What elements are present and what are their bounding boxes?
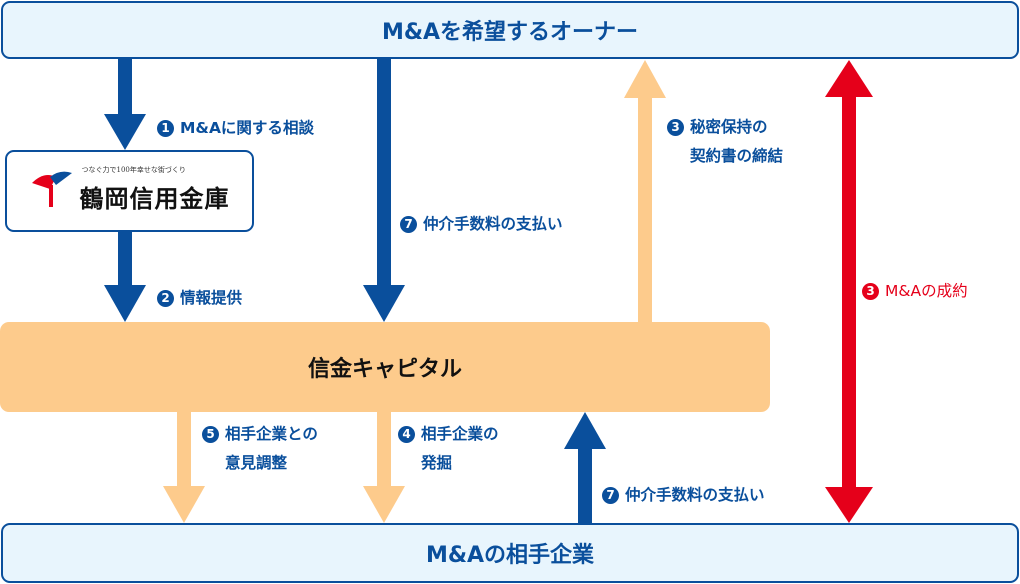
capital-title: 信金キャピタル [307, 357, 462, 382]
label-step5: 5 相手企業との 意見調整 [202, 420, 318, 478]
bank-tagline: つなぐ力で100年幸せな街づくり [81, 166, 186, 174]
step-number-badge: 3 [862, 283, 879, 300]
step-number-badge: 3 [667, 119, 684, 136]
step-number-badge: 1 [157, 120, 174, 137]
capital-node: 信金キャピタル [0, 322, 770, 412]
step2-text: 情報提供 [180, 289, 243, 307]
bank-logo: つなぐ力で100年幸せな街づくり 鶴岡信用金庫 [30, 161, 230, 221]
step7b-text: 仲介手数料の支払い [625, 486, 765, 504]
arrow-ma-closing [825, 60, 873, 523]
arrow-opinion-adjustment [163, 412, 205, 523]
step-number-badge: 2 [157, 290, 174, 307]
step5-line1: 相手企業との [225, 425, 318, 443]
label-step1: 1 M&Aに関する相談 [157, 114, 314, 143]
owner-title: M&Aを希望するオーナー [381, 20, 639, 45]
label-step7-partner: 7 仲介手数料の支払い [602, 481, 765, 510]
step3a-line2: 契約書の締結 [690, 147, 784, 165]
step-number-badge: 7 [602, 487, 619, 504]
step4-line1: 相手企業の [421, 425, 499, 443]
ginkgo-leaf-icon [31, 171, 72, 207]
arrow-fee-owner [363, 59, 405, 322]
label-step3-closing: 3 M&Aの成約 [862, 277, 968, 306]
step3a-line1: 秘密保持の [690, 118, 768, 136]
label-step2: 2 情報提供 [157, 284, 242, 313]
label-step4: 4 相手企業の 発掘 [398, 420, 499, 478]
step5-line2: 意見調整 [225, 454, 288, 472]
arrow-partner-discovery [363, 412, 405, 523]
label-step3-nda: 3 秘密保持の 契約書の締結 [667, 113, 783, 171]
step-number-badge: 4 [398, 426, 415, 443]
step-number-badge: 7 [400, 216, 417, 233]
step1-text: M&Aに関する相談 [180, 119, 314, 137]
owner-node: M&Aを希望するオーナー [1, 1, 1019, 59]
step-number-badge: 5 [202, 426, 219, 443]
step3b-text: M&Aの成約 [885, 282, 968, 300]
arrow-consultation [104, 59, 146, 150]
partner-title: M&Aの相手企業 [425, 543, 595, 568]
partner-node: M&Aの相手企業 [1, 523, 1019, 583]
bank-name: 鶴岡信用金庫 [79, 185, 230, 213]
arrow-nda [624, 60, 666, 322]
step7a-text: 仲介手数料の支払い [423, 215, 563, 233]
step4-line2: 発掘 [421, 454, 453, 472]
arrow-info-provision [104, 232, 146, 322]
bank-node: つなぐ力で100年幸せな街づくり 鶴岡信用金庫 [5, 150, 254, 232]
arrow-fee-partner [564, 412, 606, 523]
label-step7-owner: 7 仲介手数料の支払い [400, 210, 563, 239]
